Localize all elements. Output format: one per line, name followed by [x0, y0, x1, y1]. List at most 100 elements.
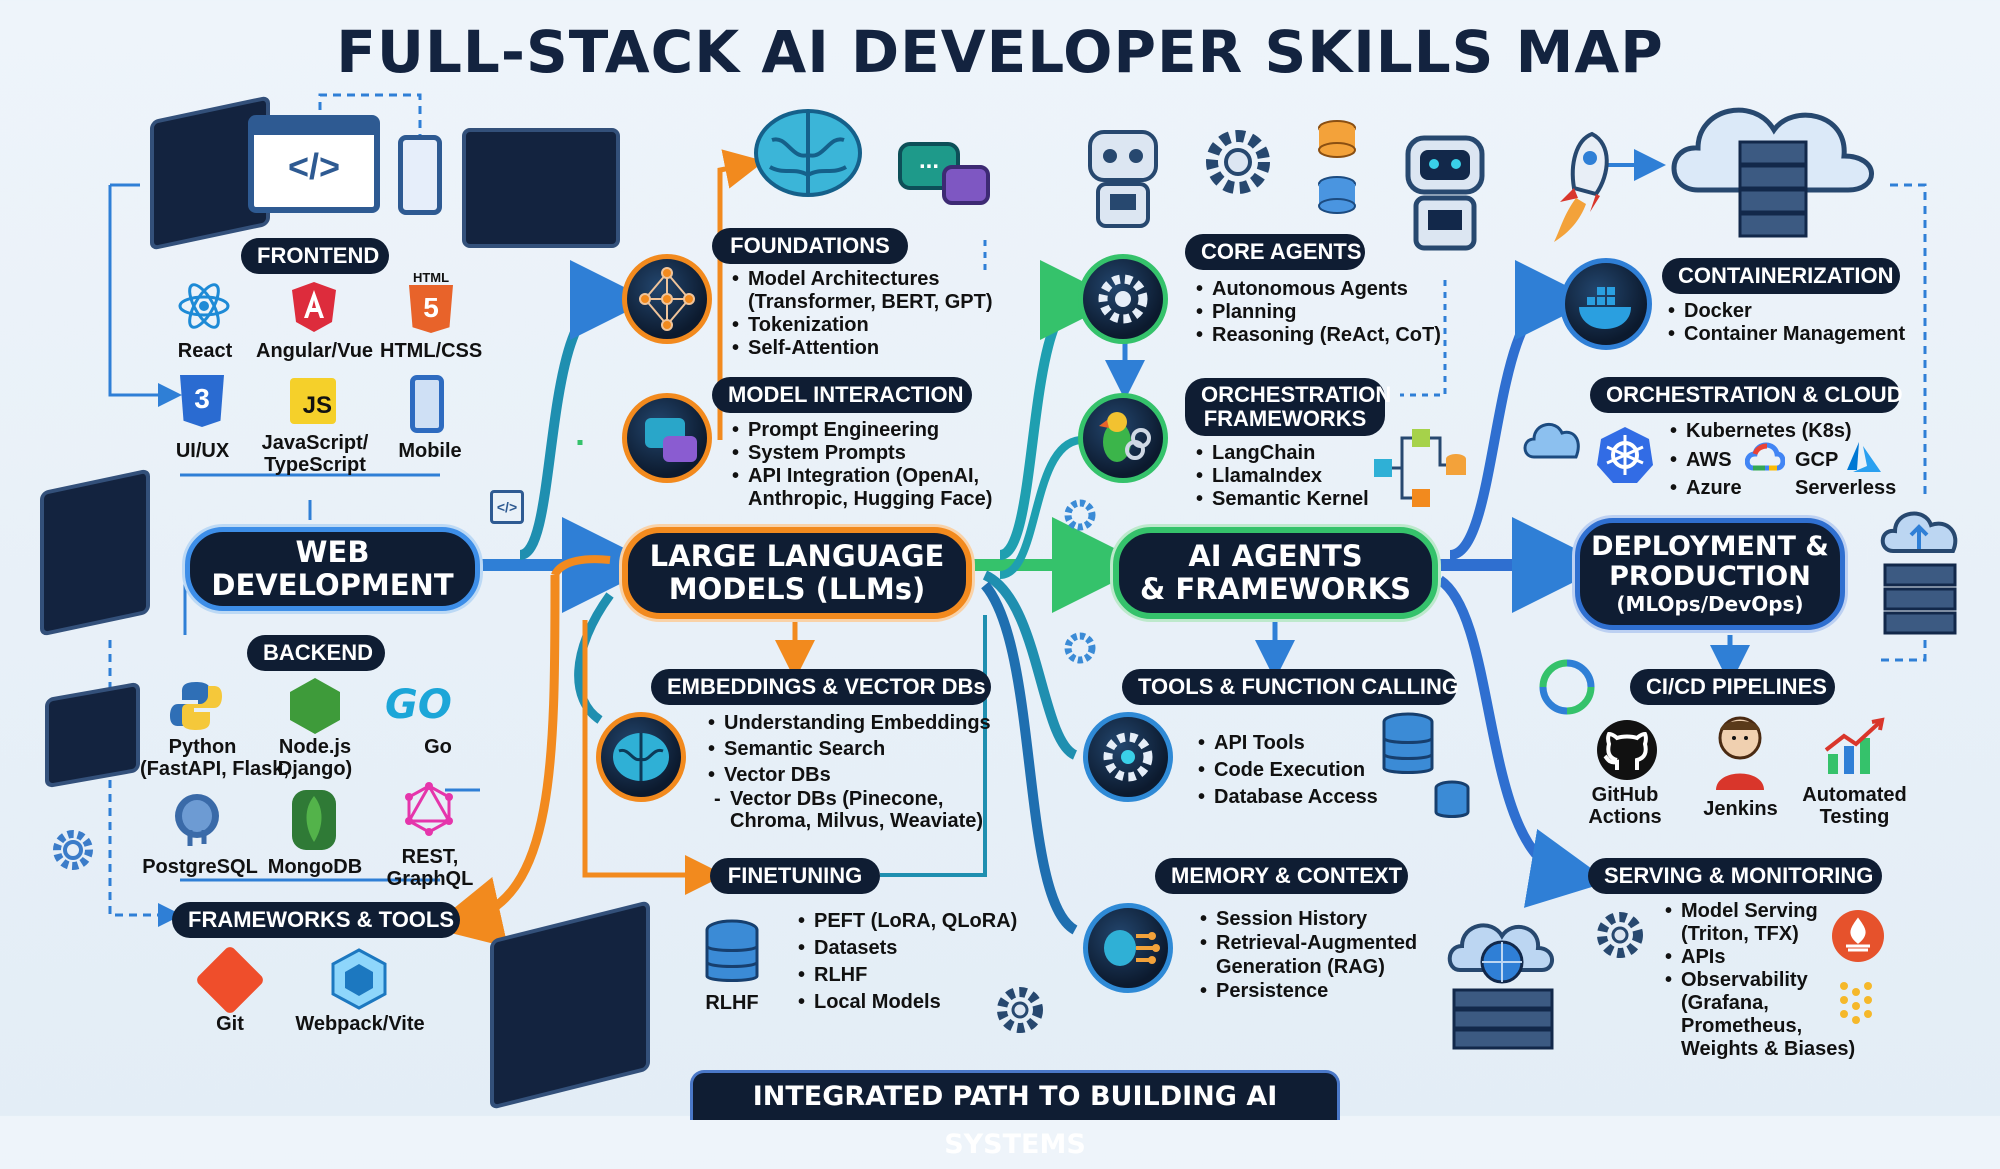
chat-bubble-icon: [942, 165, 990, 205]
gear-icon: [53, 830, 93, 870]
database-icon: [1382, 712, 1470, 818]
skills-map-canvas: FULL-STACK AI DEVELOPER SKILLS MAP </> <…: [0, 0, 2000, 1116]
mobile-label: Mobile: [398, 440, 462, 462]
cloud-server-icon: [1671, 107, 1874, 238]
database-icon: [705, 919, 759, 982]
memory-context-pill: MEMORY & CONTEXT: [1155, 858, 1408, 894]
orchestration-list: LangChainLlamaIndexSemantic Kernel: [1196, 442, 1369, 511]
tools-list: API ToolsCode ExecutionDatabase Access: [1198, 730, 1378, 811]
jenkins-icon: [1716, 716, 1764, 790]
code-editor-illustration: [462, 128, 620, 248]
python-icon: [170, 682, 222, 730]
chart-growth-icon: [1824, 717, 1885, 774]
cloud-icon: [1523, 423, 1580, 459]
gear-icon: [1206, 130, 1270, 194]
azure-item: Azure: [1670, 477, 1742, 500]
code-screen-illustration: [40, 468, 150, 637]
brain-icon: [613, 733, 669, 781]
robot-icon: [1088, 130, 1158, 228]
serverless-label: Serverless: [1795, 477, 1897, 499]
css3-icon: 3: [180, 375, 224, 427]
javascript-typescript-label: JavaScript/TypeScript: [261, 432, 369, 476]
git-label: Git: [216, 1013, 244, 1035]
refresh-cycle-icon: [1539, 659, 1595, 715]
embeddings-pill: EMBEDDINGS & VECTOR DBs: [651, 669, 991, 705]
frameworks-tools-pill: FRAMEWORKS & TOOLS: [172, 902, 460, 938]
browser-window-icon: </>: [248, 115, 380, 213]
rest-graphql-label: REST,GraphQL: [386, 846, 474, 890]
postgresql-label: PostgreSQL: [142, 856, 258, 878]
gcp-label: GCP: [1795, 449, 1839, 471]
containerization-list: DockerContainer Management: [1668, 300, 1905, 346]
prometheus-icon: [1832, 910, 1884, 962]
webpack-vite-label: Webpack/Vite: [295, 1013, 425, 1035]
finetuning-pill: FINETUNING: [710, 858, 880, 894]
mobile-icon: [410, 375, 444, 433]
deployment-production-hub[interactable]: DEPLOYMENT &PRODUCTION(MLOps/DevOps): [1575, 518, 1845, 630]
gear-icon: [1064, 499, 1096, 531]
python-label: Python(FastAPI, Flask,: [140, 736, 289, 780]
azure-icon: [1847, 442, 1881, 472]
mongodb-label: MongoDB: [267, 856, 363, 878]
react-icon: [178, 283, 230, 329]
model-interaction-pill: MODEL INTERACTION: [712, 377, 972, 413]
react-label: React: [177, 340, 233, 362]
memory-node[interactable]: [1083, 903, 1173, 993]
angular-vue-label: Angular/Vue: [256, 340, 374, 362]
uiux-label: UI/UX: [175, 440, 230, 462]
docker-node[interactable]: [1560, 258, 1652, 350]
robot-icon: [1405, 135, 1485, 251]
gcp-icon: [1745, 442, 1785, 471]
mongodb-icon: [292, 790, 336, 850]
foundations-pill: FOUNDATIONS: [712, 228, 908, 264]
core-agents-list: Autonomous AgentsPlanningReasoning (ReAc…: [1196, 278, 1441, 347]
finetuning-list: PEFT (LoRA, QLoRA)DatasetsRLHFLocal Mode…: [798, 908, 1017, 1016]
cloud-server-icon: [1447, 923, 1554, 1050]
graphql-icon: [405, 782, 453, 836]
webpack-icon: [331, 948, 387, 1010]
frontend-pill: FRONTEND: [241, 238, 389, 274]
kubernetes-icon: [1597, 427, 1653, 483]
rlhf-label: RLHF: [705, 992, 759, 1014]
angular-icon: [292, 282, 336, 332]
gear-icon: [1103, 732, 1153, 782]
orchestration-cloud-pill: ORCHESTRATION & CLOUD: [1590, 377, 1903, 413]
tools-function-calling-pill: TOOLS & FUNCTION CALLING: [1122, 669, 1459, 705]
containerization-pill: CONTAINERIZATION: [1662, 258, 1900, 294]
gear-icon: [997, 987, 1043, 1033]
gear-icon: [1597, 912, 1643, 958]
neural-network-icon: [639, 267, 695, 331]
js-icon: JS: [290, 378, 336, 424]
cloud-upload-server-icon: [1880, 511, 1958, 635]
weights-biases-icon: [1840, 982, 1872, 1024]
model-interaction-node[interactable]: [622, 393, 712, 483]
memory-network-icon: [1104, 930, 1160, 966]
embeddings-list: Understanding EmbeddingsSemantic SearchV…: [708, 710, 991, 832]
backend-pill: BACKEND: [247, 635, 385, 671]
docker-icon: [1579, 287, 1631, 329]
phone-icon: [398, 135, 442, 215]
html-css-label: HTML/CSS: [380, 340, 483, 362]
gear-icon: [1064, 632, 1096, 664]
code-tag-icon: </>: [490, 490, 524, 524]
model-interaction-list: Prompt EngineeringSystem PromptsAPI Inte…: [732, 419, 992, 511]
foundations-list: Model Architectures(Transformer, BERT, G…: [732, 268, 993, 360]
ai-agents-hub[interactable]: AI AGENTS& FRAMEWORKS: [1113, 527, 1438, 619]
parrot-icon: [1099, 412, 1151, 462]
postgresql-icon: [175, 794, 219, 846]
core-agents-pill: CORE AGENTS: [1185, 234, 1365, 270]
core-agents-node[interactable]: [1078, 254, 1168, 344]
orchestration-node[interactable]: [1078, 393, 1168, 483]
cicd-pipelines-pill: CI/CD PIPELINES: [1630, 669, 1835, 705]
brain-icon: [754, 109, 862, 197]
foundations-node[interactable]: [622, 254, 712, 344]
embeddings-node[interactable]: [596, 712, 686, 802]
code-screen-illustration: [45, 681, 140, 789]
rocket-icon: [1554, 131, 1609, 242]
tools-node[interactable]: [1083, 712, 1173, 802]
